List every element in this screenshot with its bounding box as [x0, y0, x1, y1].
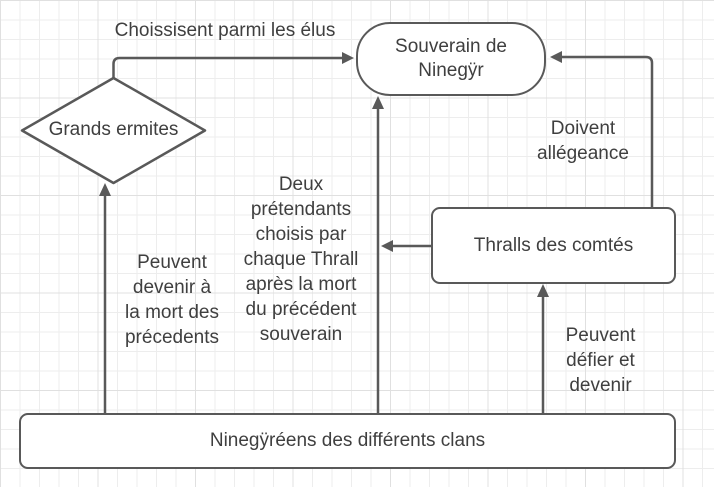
node-grands-ermites-shape: [20, 76, 207, 185]
node-ninegyreens-label: Ninegÿréens des différents clans: [209, 430, 486, 451]
edge-label-peuvent-devenir: Peuvent devenir à la mort des précedents: [124, 252, 219, 348]
arrowhead-into-souverain-bottom: [372, 96, 384, 109]
arrowhead-into-souverain-right: [550, 51, 562, 63]
connector-ermites-to-souverain: [112, 56, 342, 78]
arrowhead-into-souverain-left: [342, 52, 354, 64]
edge-label-deux-pretendants: Deux prétendants choisis par chaque Thra…: [243, 174, 359, 345]
arrowhead-at-middle-line: [381, 240, 393, 252]
node-thralls: Thralls des comtés: [431, 207, 676, 284]
node-ninegyreens: Ninegÿréens des différents clans: [19, 413, 676, 469]
node-souverain: Souverain de Ninegÿr: [356, 22, 546, 96]
node-grands-ermites-label: Grands ermites: [48, 119, 179, 140]
edge-label-doivent-allegeance: Doivent allégeance: [537, 118, 629, 164]
node-souverain-label: Souverain de Ninegÿr: [395, 36, 507, 81]
arrowhead-into-ermites-bottom: [99, 183, 111, 196]
edge-label-choissisent: Choissisent parmi les élus: [114, 20, 336, 41]
connector-thralls-to-souverain: [562, 55, 654, 207]
node-thralls-label: Thralls des comtés: [473, 234, 634, 256]
edge-label-peuvent-defier: Peuvent défier et devenir: [565, 325, 636, 396]
arrowhead-into-thralls-bottom: [537, 284, 549, 297]
